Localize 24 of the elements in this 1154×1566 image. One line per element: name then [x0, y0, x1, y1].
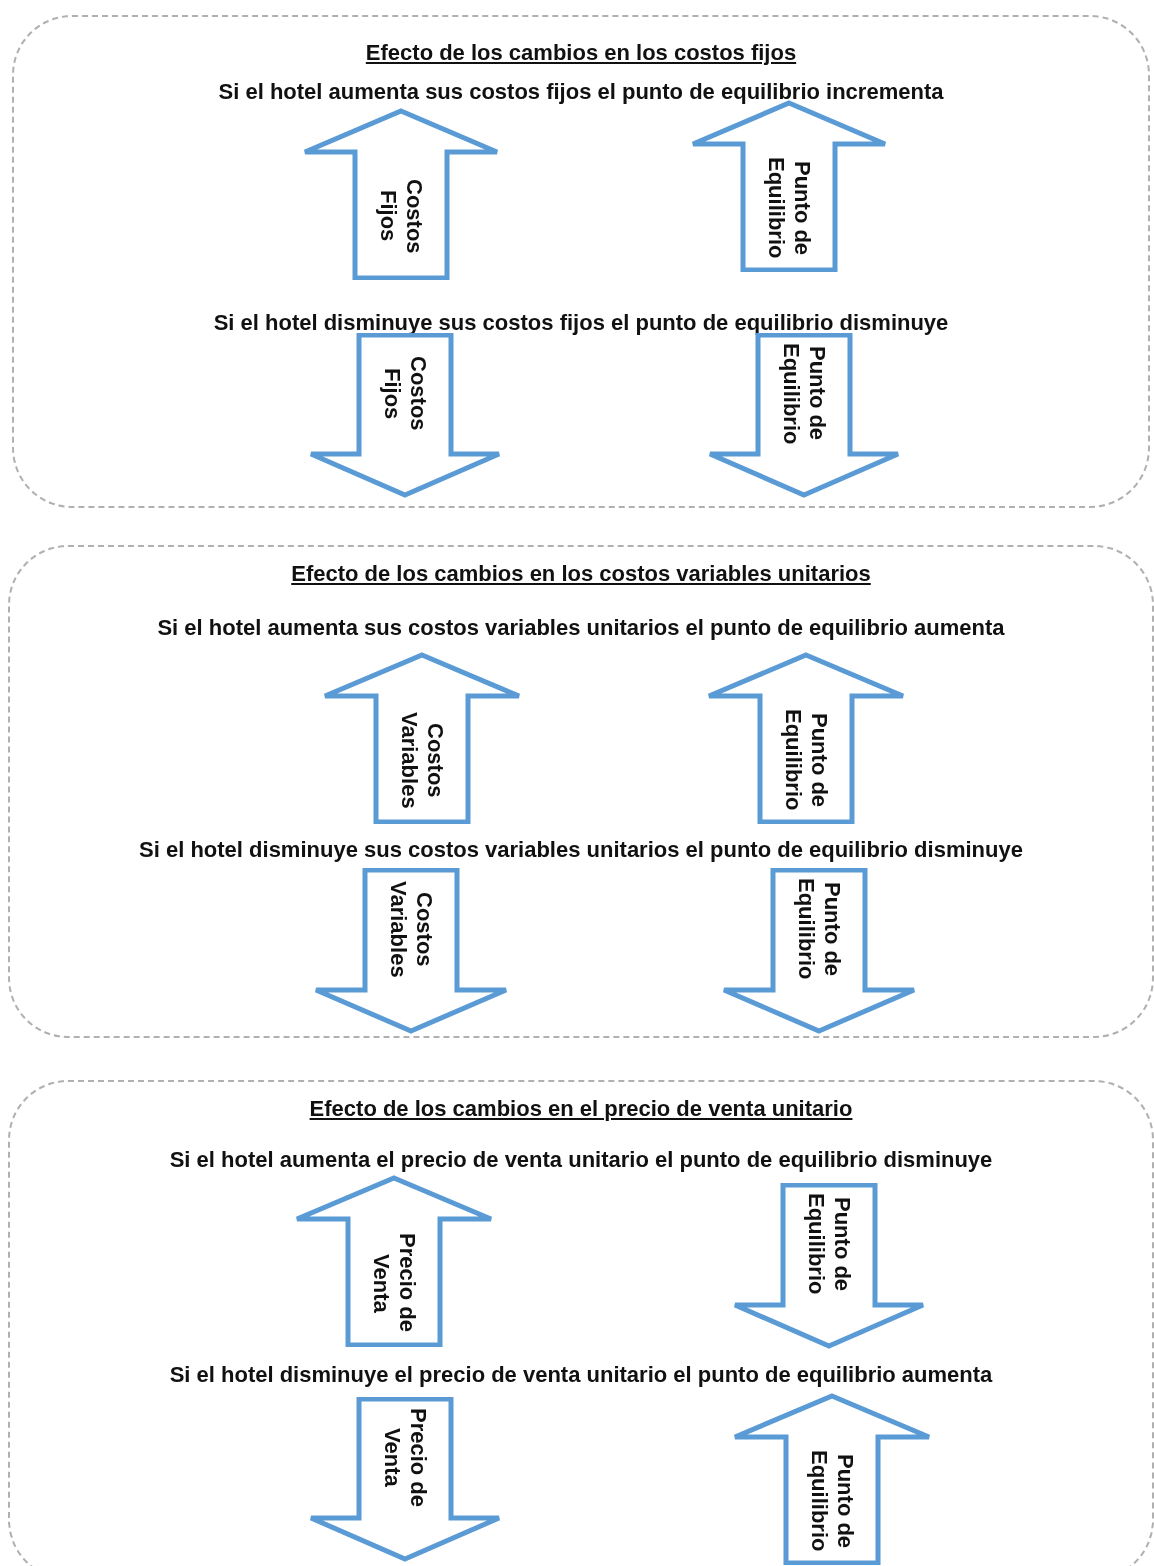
- dashed-panel: [12, 15, 1150, 508]
- arrow-label: Costos Variables: [385, 879, 438, 980]
- arrow-label: Punto de Equilibrio: [780, 708, 833, 813]
- arrow-label: Punto de Equilibrio: [793, 877, 846, 982]
- arrow-label: Punto de Equilibrio: [806, 1449, 859, 1554]
- panel-heading: Efecto de los cambios en los costos variables unitarios: [291, 561, 871, 587]
- panel-heading: Efecto de los cambios en los costos fijos: [365, 40, 797, 66]
- arrow-label: Costos Fijos: [379, 355, 432, 433]
- statement-text: Si el hotel disminuye el precio de venta unitario el punto de equilibrio aumenta: [169, 1362, 993, 1388]
- arrow-label: Punto de Equilibrio: [763, 156, 816, 261]
- arrow-label: Precio de Venta: [379, 1406, 432, 1509]
- statement-text: Si el hotel aumenta sus costos variables unitarios el punto de equilibrio aumenta: [157, 615, 1005, 641]
- statement-text: Si el hotel aumenta sus costos fijos el punto de equilibrio incrementa: [218, 79, 944, 105]
- statement-text: Si el hotel disminuye sus costos variables unitarios el punto de equilibrio disminuye: [139, 837, 1023, 863]
- arrow-label: Costos Variables: [396, 710, 449, 811]
- panel-heading: Efecto de los cambios en el precio de venta unitario: [309, 1096, 853, 1122]
- statement-text: Si el hotel aumenta el precio de venta unitario el punto de equilibrio disminuye: [169, 1147, 993, 1173]
- arrow-label: Punto de Equilibrio: [778, 341, 831, 447]
- arrow-label: Precio de Venta: [368, 1232, 421, 1335]
- dashed-panel: [8, 545, 1154, 1038]
- statement-text: Si el hotel disminuye sus costos fijos el punto de equilibrio disminuye: [213, 310, 949, 336]
- dashed-panel: [8, 1080, 1154, 1566]
- arrow-label: Punto de Equilibrio: [803, 1192, 856, 1297]
- arrow-label: Costos Fijos: [375, 177, 428, 256]
